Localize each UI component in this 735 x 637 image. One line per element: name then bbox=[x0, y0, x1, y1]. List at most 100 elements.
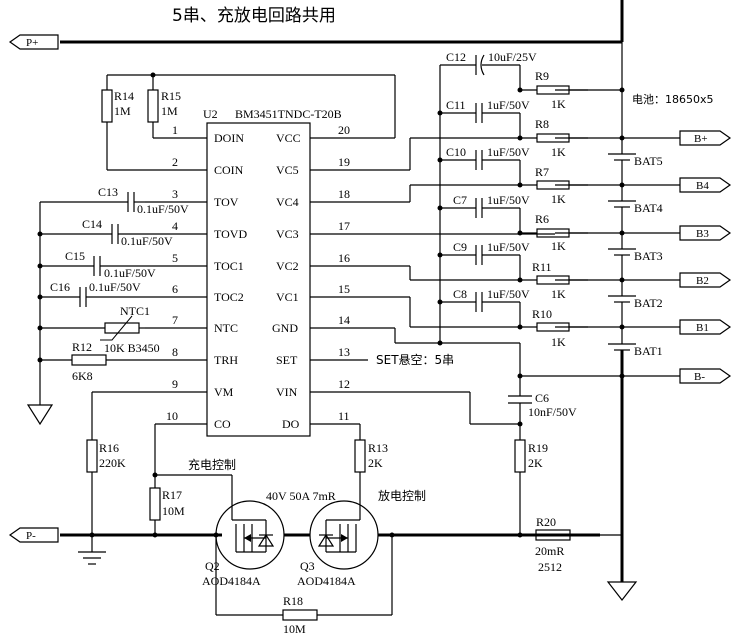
c7-ref: C7 bbox=[453, 193, 467, 207]
pin-name-vin: VIN bbox=[276, 385, 298, 399]
c16-ref: C16 bbox=[50, 280, 70, 294]
cell-taps bbox=[520, 89, 680, 377]
q2-part: AOD4184A bbox=[202, 574, 261, 588]
terminal-p-minus: P- bbox=[8, 527, 59, 543]
do-net bbox=[354, 424, 366, 510]
ic-ref: U2 bbox=[203, 107, 218, 121]
r10-val: 1K bbox=[551, 335, 566, 349]
r10-ref: R10 bbox=[532, 307, 552, 321]
pin-name-vc5: VC5 bbox=[276, 163, 299, 177]
ic-right-pins bbox=[310, 137, 555, 425]
r20 bbox=[535, 529, 571, 541]
q3-part: AOD4184A bbox=[297, 574, 356, 588]
c13-ref: C13 bbox=[98, 185, 118, 199]
r13-ref: R13 bbox=[368, 441, 388, 455]
c15-ref: C15 bbox=[65, 249, 85, 263]
set-note: SET悬空：5串 bbox=[376, 353, 454, 367]
pin-name-co: CO bbox=[214, 417, 231, 431]
r14-ref: R14 bbox=[114, 89, 134, 103]
ic-body bbox=[206, 122, 311, 437]
r11-val: 1K bbox=[551, 287, 566, 301]
r6-val: 1K bbox=[551, 239, 566, 253]
bat4-label: BAT4 bbox=[634, 201, 663, 215]
terminal-b-plus: B+ bbox=[679, 130, 732, 146]
pin-name-do: DO bbox=[282, 417, 300, 431]
c7-val: 1uF/50V bbox=[487, 193, 530, 207]
ntc1-val: 10K B3450 bbox=[104, 341, 160, 355]
pin-num-18: 18 bbox=[338, 187, 350, 201]
terminal-b1: B1 bbox=[679, 319, 732, 335]
q2-mosfet bbox=[215, 500, 285, 570]
terminal-p-plus: P+ bbox=[8, 34, 59, 50]
pin-num-19: 19 bbox=[338, 155, 350, 169]
r8-ref: R8 bbox=[535, 117, 549, 131]
pin-num-7: 7 bbox=[172, 313, 178, 327]
svg-text:B3: B3 bbox=[696, 228, 709, 240]
pin-name-coin: COIN bbox=[214, 163, 244, 177]
r9-val: 1K bbox=[551, 97, 566, 111]
pin-num-5: 5 bbox=[172, 251, 178, 265]
r14-val: 1M bbox=[114, 104, 131, 118]
svg-text:B1: B1 bbox=[696, 322, 709, 334]
r7-ref: R7 bbox=[535, 165, 549, 179]
r13-val: 2K bbox=[368, 456, 383, 470]
r15-ref: R15 bbox=[161, 89, 181, 103]
r6-ref: R6 bbox=[535, 212, 549, 226]
pin-name-tov: TOV bbox=[214, 195, 239, 209]
pin-name-trh: TRH bbox=[214, 353, 238, 367]
c6-val: 10nF/50V bbox=[528, 405, 577, 419]
pin-name-gnd: GND bbox=[272, 321, 298, 335]
ntc1 bbox=[40, 315, 145, 341]
r14 bbox=[101, 75, 155, 171]
r15-val: 1M bbox=[161, 104, 178, 118]
q2-ref: Q2 bbox=[205, 559, 220, 573]
battery-stack bbox=[608, 148, 636, 582]
r19 bbox=[514, 439, 526, 535]
pin-num-15: 15 bbox=[338, 282, 350, 296]
battery-note: 电池：18650x5 bbox=[632, 93, 714, 106]
r16 bbox=[86, 392, 98, 535]
c8-ref: C8 bbox=[453, 287, 467, 301]
r8-val: 1K bbox=[551, 145, 566, 159]
pin-name-toc2: TOC2 bbox=[214, 290, 244, 304]
c14-ref: C14 bbox=[82, 217, 102, 231]
charge-ctrl-label: 充电控制 bbox=[188, 457, 236, 472]
mosfet-spec: 40V 50A 7mR bbox=[266, 489, 336, 503]
pin-num-2: 2 bbox=[172, 155, 178, 169]
r20-val: 20mR bbox=[535, 544, 564, 558]
bat1-label: BAT1 bbox=[634, 344, 663, 358]
pin-num-1: 1 bbox=[172, 123, 178, 137]
pin-num-17: 17 bbox=[338, 219, 350, 233]
pin-num-8: 8 bbox=[172, 345, 178, 359]
c15-val: 0.1uF/50V bbox=[104, 266, 156, 280]
c11-val: 1uF/50V bbox=[487, 98, 530, 112]
r12 bbox=[40, 354, 140, 366]
left-caps bbox=[40, 192, 145, 307]
svg-text:B2: B2 bbox=[696, 275, 709, 287]
r16-val: 220K bbox=[99, 456, 126, 470]
pin-name-tovd: TOVD bbox=[214, 227, 247, 241]
title: 5串、充放电回路共用 bbox=[172, 6, 336, 26]
c13-val: 0.1uF/50V bbox=[137, 202, 189, 216]
svg-text:P+: P+ bbox=[26, 37, 38, 49]
c12-ref: C12 bbox=[446, 50, 466, 64]
pin-name-set: SET bbox=[276, 353, 298, 367]
r16-ref: R16 bbox=[99, 441, 119, 455]
ntc1-ref: NTC1 bbox=[120, 304, 150, 318]
c9-ref: C9 bbox=[453, 240, 467, 254]
p-minus-ground bbox=[78, 535, 106, 565]
r7-val: 1K bbox=[551, 192, 566, 206]
r12-ref: R12 bbox=[72, 340, 92, 354]
q3-ref: Q3 bbox=[300, 559, 315, 573]
r12-val: 6K8 bbox=[72, 369, 93, 383]
pin-name-doin: DOIN bbox=[214, 131, 244, 145]
tap-wires bbox=[520, 89, 588, 328]
r11-ref: R11 bbox=[532, 260, 552, 274]
r18-ref: R18 bbox=[283, 594, 303, 608]
pin-num-3: 3 bbox=[172, 187, 178, 201]
pin-num-10: 10 bbox=[166, 409, 178, 423]
bat2-label: BAT2 bbox=[634, 296, 663, 310]
c8-val: 1uF/50V bbox=[487, 287, 530, 301]
c6-ref: C6 bbox=[535, 391, 549, 405]
